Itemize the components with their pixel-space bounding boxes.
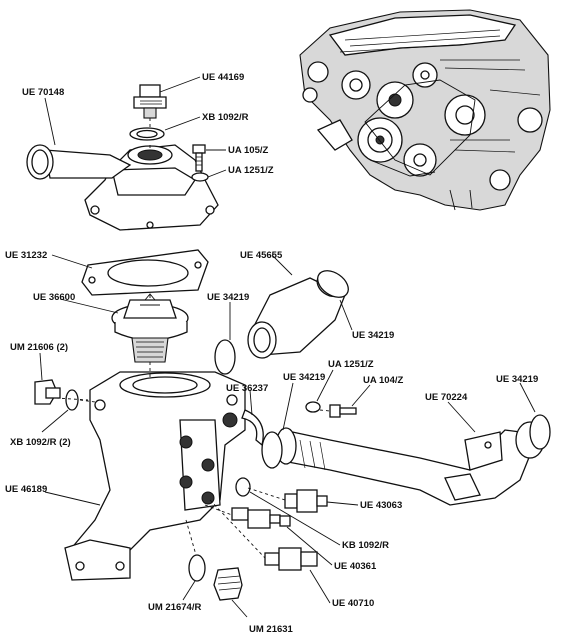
label-ue-34219-b: UE 34219 <box>352 330 394 341</box>
label-ue-40361: UE 40361 <box>334 561 377 572</box>
gasket <box>81 249 209 296</box>
oring-ue34219-mid <box>261 431 283 469</box>
label-ue-34219-a: UE 34219 <box>207 292 249 303</box>
engine-illustration <box>299 9 551 211</box>
label-ue-45655: UE 45655 <box>240 250 283 261</box>
label-ua-1251-z-mid: UA 1251/Z <box>328 359 374 370</box>
oring-ue34219-left <box>214 339 236 375</box>
sensor-ue40710 <box>264 547 318 571</box>
washer-um21674r <box>188 554 206 582</box>
washer-ua1251z-mid <box>305 401 321 413</box>
label-ua-105-z: UA 105/Z <box>228 145 268 156</box>
label-ue-34219-c: UE 34219 <box>283 372 325 383</box>
thermostat <box>111 293 189 363</box>
temperature-sensor-top <box>133 84 167 119</box>
label-ue-70224: UE 70224 <box>425 392 468 403</box>
label-um-21674-r: UM 21674/R <box>148 602 201 613</box>
plug-um21606 <box>34 379 61 405</box>
label-ua-104-z: UA 104/Z <box>363 375 403 386</box>
label-ue-43063: UE 43063 <box>360 500 402 511</box>
label-ue-36600: UE 36600 <box>33 292 75 303</box>
leader-lines <box>39 76 536 618</box>
label-um-21606-2: UM 21606 (2) <box>10 342 68 353</box>
label-ue-34219-d: UE 34219 <box>496 374 538 385</box>
label-ua-1251-z-top: UA 1251/Z <box>228 165 274 176</box>
washer-ua1251z <box>191 172 209 182</box>
label-ue-44169: UE 44169 <box>202 72 244 83</box>
thermostat-housing-cover <box>26 144 219 231</box>
oring-ue34219-far <box>529 414 551 450</box>
label-ue-31232: UE 31232 <box>5 250 47 261</box>
sensor-ue40361 <box>231 507 291 529</box>
oring-ue36237 <box>241 409 264 447</box>
label-xb-1092-r-2: XB 1092/R (2) <box>10 437 71 448</box>
bolt-ua105z <box>192 144 206 172</box>
label-kb-1092-r: KB 1092/R <box>342 540 389 551</box>
oring-ue34219-right <box>317 270 349 298</box>
plug-um21631 <box>213 567 243 601</box>
washer-xb1092r-2 <box>65 389 79 411</box>
water-pump-housing <box>64 371 246 581</box>
label-ue-70148: UE 70148 <box>22 87 64 98</box>
label-ue-46189: UE 46189 <box>5 484 47 495</box>
label-ue-40710: UE 40710 <box>332 598 374 609</box>
bolt-ua104z <box>329 404 357 418</box>
label-ue-36237: UE 36237 <box>226 383 268 394</box>
coolant-pipe-ue70224 <box>275 421 545 506</box>
label-xb-1092-r: XB 1092/R <box>202 112 249 123</box>
label-um-21631: UM 21631 <box>249 624 294 635</box>
sensor-ue43063 <box>284 489 328 513</box>
callout-labels: UE 70148 UE 44169 XB 1092/R UA 105/Z UA … <box>5 72 538 635</box>
washer-kb1092r <box>235 477 251 497</box>
assembly-centerlines <box>55 118 331 559</box>
